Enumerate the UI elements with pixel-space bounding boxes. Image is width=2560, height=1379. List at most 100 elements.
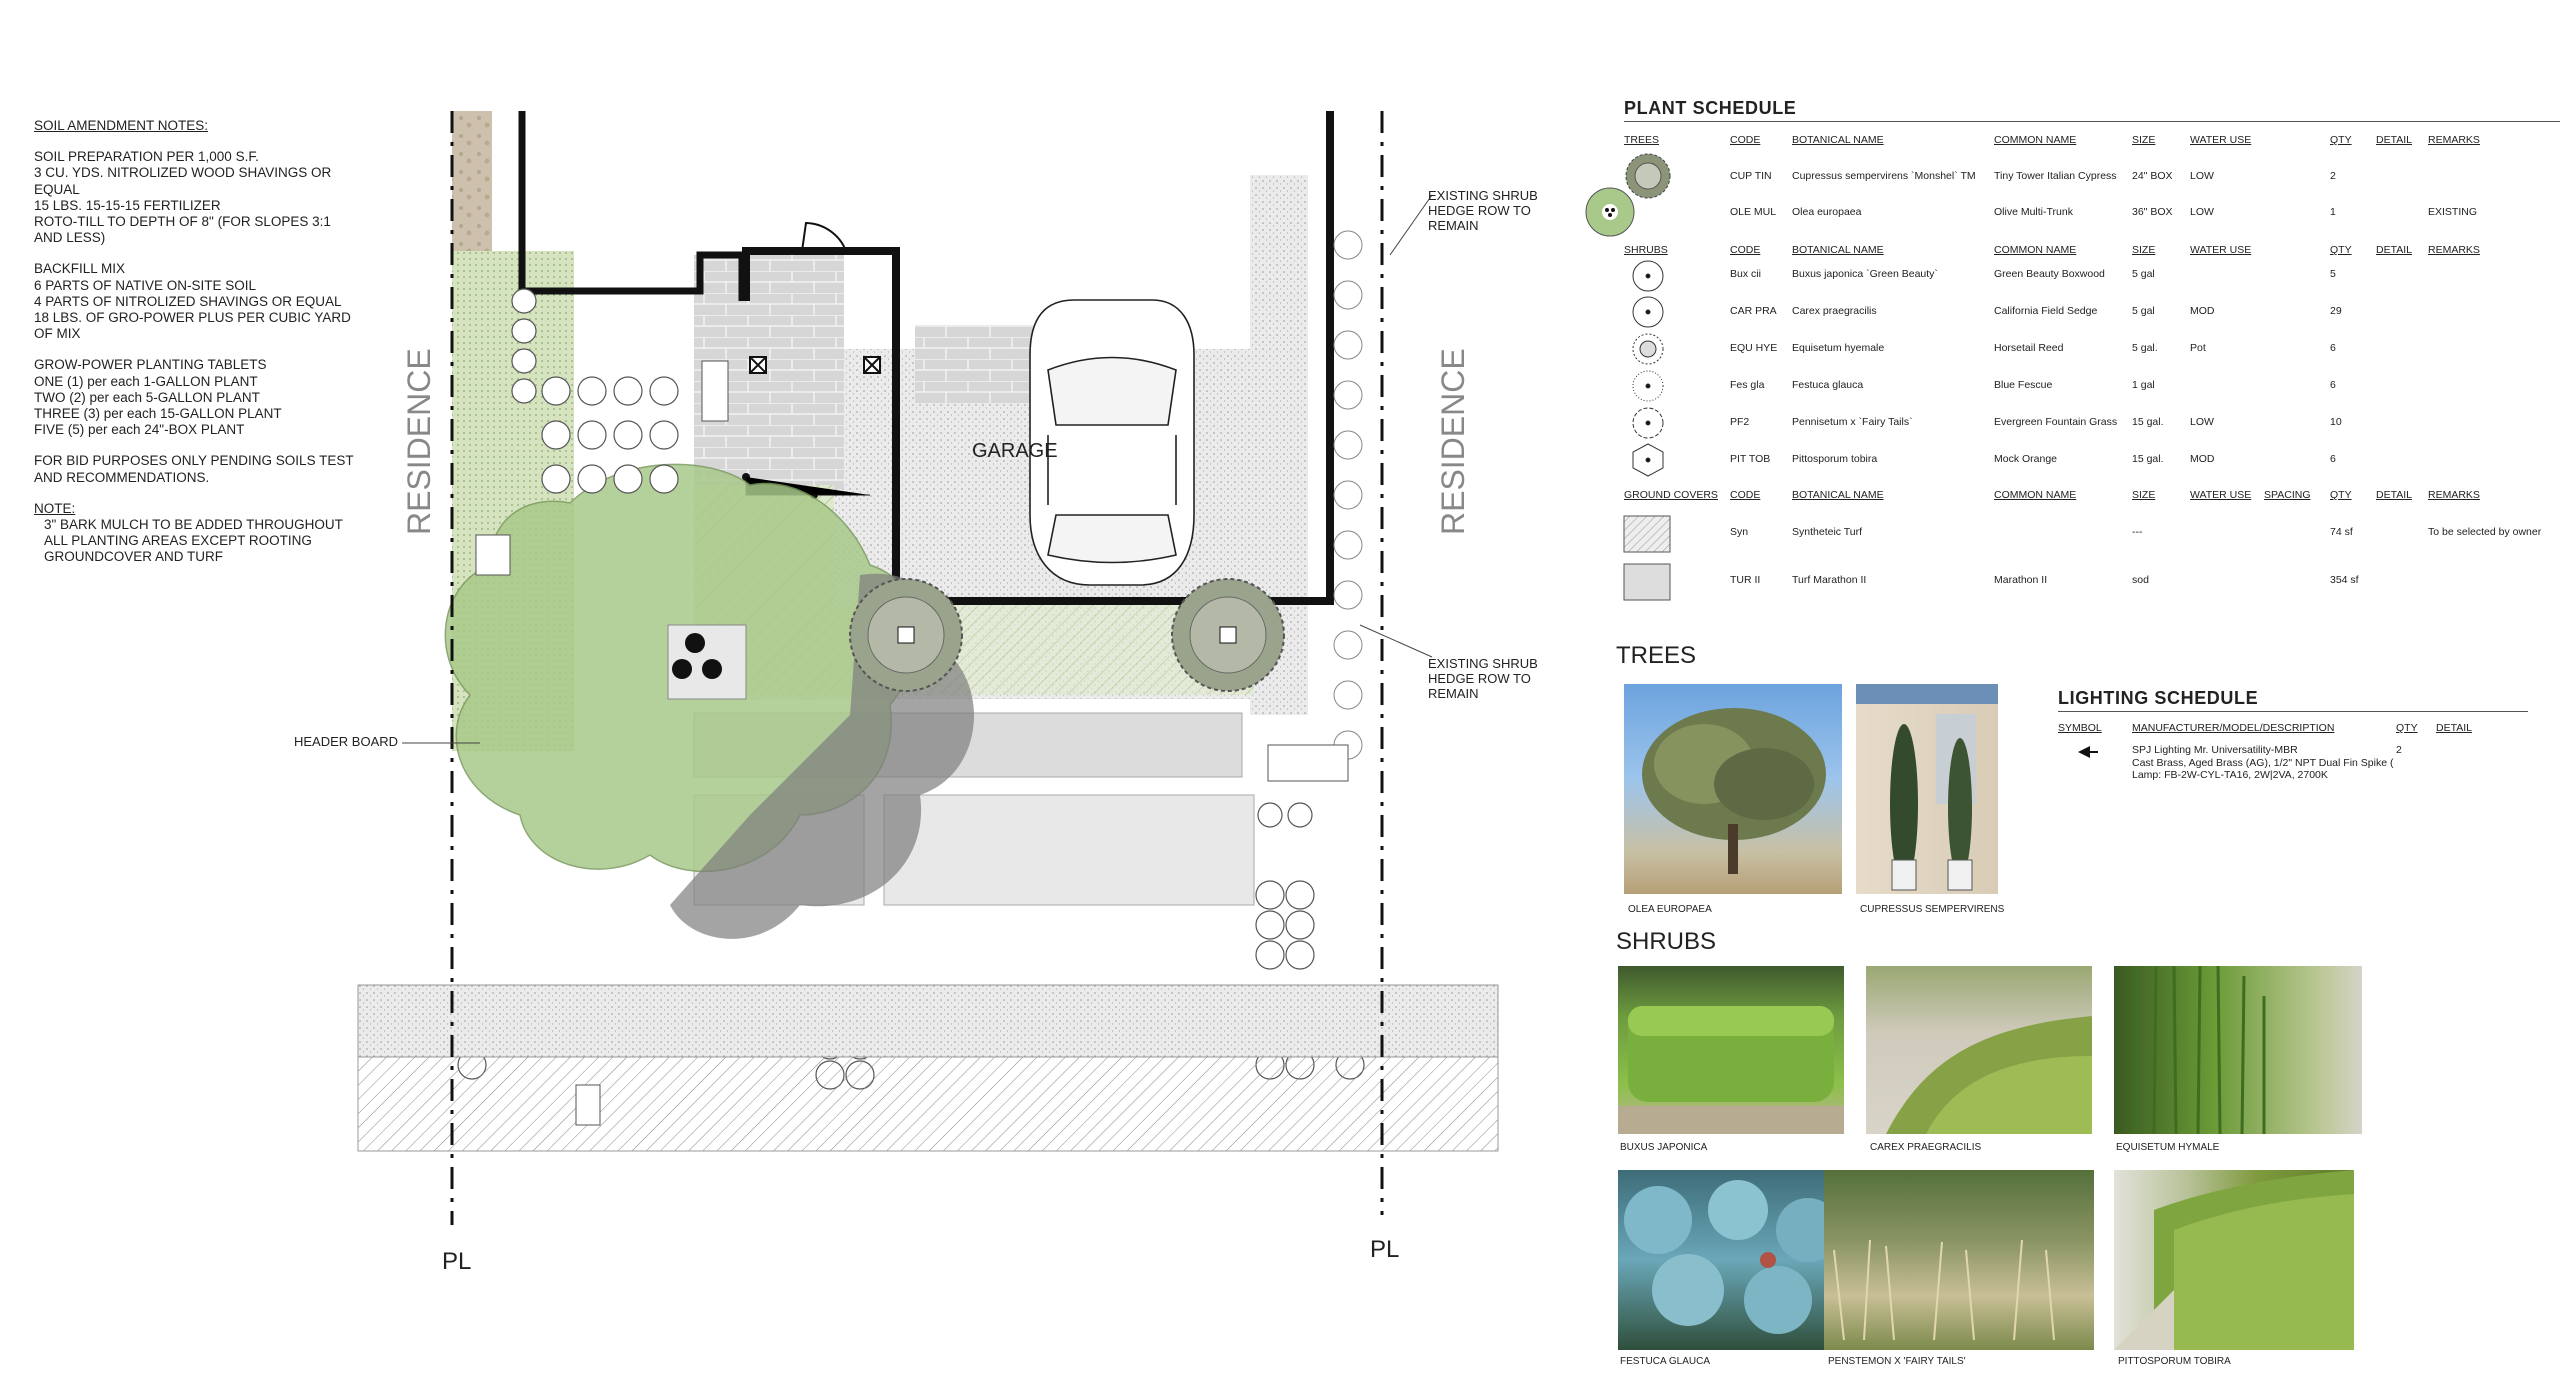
col-code: CODE bbox=[1730, 134, 1761, 146]
fescue-icon bbox=[1632, 370, 1664, 402]
col-trees: TREES bbox=[1624, 134, 1660, 146]
carex-photo bbox=[1866, 966, 2092, 1134]
cell-code: Bux cii bbox=[1730, 268, 1761, 280]
shrubs-section-title: SHRUBS bbox=[1616, 928, 1717, 955]
cell-remarks: EXISTING bbox=[2428, 206, 2478, 218]
notes-tablets: GROW-POWER PLANTING TABLETS ONE (1) per … bbox=[34, 357, 282, 438]
caption-buxus: BUXUS JAPONICA bbox=[1620, 1142, 1708, 1153]
col-botanical: BOTANICAL NAME bbox=[1792, 489, 1884, 501]
pl-label-left: PL bbox=[442, 1248, 471, 1275]
cell-qty: 5 bbox=[2330, 268, 2336, 280]
horsetail-icon bbox=[1632, 333, 1664, 365]
garage-walls bbox=[518, 111, 1334, 605]
col-manufacturer: MANUFACTURER/MODEL/DESCRIPTION bbox=[2132, 722, 2335, 734]
col-shrubs: SHRUBS bbox=[1624, 244, 1668, 256]
lighting-rule bbox=[2058, 711, 2528, 712]
cell-water: MOD bbox=[2190, 305, 2215, 317]
soil-amendment-notes: SOIL AMENDMENT NOTES: SOIL PREPARATION P… bbox=[34, 118, 354, 581]
cell-qty: 29 bbox=[2330, 305, 2342, 317]
cell-water: Pot bbox=[2190, 342, 2206, 354]
cell-qty: 6 bbox=[2330, 342, 2336, 354]
col-water: WATER USE bbox=[2190, 244, 2252, 256]
turf-swatch bbox=[1623, 563, 1671, 601]
pennisetum-photo bbox=[1824, 1170, 2094, 1350]
equisetum-photo bbox=[2114, 966, 2362, 1134]
residence-label-right: RESIDENCE bbox=[1435, 348, 1471, 535]
cell-water: LOW bbox=[2190, 416, 2214, 428]
cell-code: CUP TIN bbox=[1730, 170, 1772, 182]
cell-common: Tiny Tower Italian Cypress bbox=[1994, 170, 2117, 182]
col-spacing: SPACING bbox=[2264, 489, 2311, 501]
spotlight-icon bbox=[2078, 746, 2098, 758]
col-detail: DETAIL bbox=[2436, 722, 2472, 734]
cell-common: Blue Fescue bbox=[1994, 379, 2053, 391]
cell-water: LOW bbox=[2190, 170, 2214, 182]
cell-code: PIT TOB bbox=[1730, 453, 1771, 465]
sidewalk bbox=[357, 984, 1499, 1058]
notes-soil-prep: SOIL PREPARATION PER 1,000 S.F. 3 CU. YD… bbox=[34, 149, 332, 246]
residence-label-left: RESIDENCE bbox=[401, 348, 437, 535]
col-qty: QTY bbox=[2396, 722, 2418, 734]
garage-label: GARAGE bbox=[972, 440, 1058, 462]
cell-botanical: Buxus japonica `Green Beauty` bbox=[1792, 268, 1938, 280]
cell-water: LOW bbox=[2190, 206, 2214, 218]
notes-title: SOIL AMENDMENT NOTES: bbox=[34, 118, 209, 133]
cell-botanical: Pennisetum x `Fairy Tails` bbox=[1792, 416, 1913, 428]
col-qty: QTY bbox=[2330, 244, 2352, 256]
lighting-desc-line: SPJ Lighting Mr. Universatility-MBR bbox=[2132, 744, 2298, 756]
festuca-photo bbox=[1618, 1170, 1844, 1350]
cell-size: sod bbox=[2132, 574, 2149, 586]
cell-botanical: Festuca glauca bbox=[1792, 379, 1864, 391]
header-board-label: HEADER BOARD bbox=[294, 734, 399, 749]
cypress-symbol bbox=[1171, 578, 1285, 692]
caption-equisetum: EQUISETUM HYMALE bbox=[2116, 1142, 2220, 1153]
cell-qty: 6 bbox=[2330, 453, 2336, 465]
col-size: SIZE bbox=[2132, 489, 2156, 501]
caption-festuca: FESTUCA GLAUCA bbox=[1620, 1356, 1711, 1367]
col-common: COMMON NAME bbox=[1994, 489, 2077, 501]
col-code: CODE bbox=[1730, 489, 1761, 501]
cell-code: TUR II bbox=[1730, 574, 1761, 586]
caption-carex: CAREX PRAEGRACILIS bbox=[1870, 1142, 1982, 1153]
cell-common: California Field Sedge bbox=[1994, 305, 2098, 317]
col-water: WATER USE bbox=[2190, 134, 2252, 146]
plant-schedule-title: PLANT SCHEDULE bbox=[1624, 98, 1797, 118]
cell-botanical: Carex praegracilis bbox=[1792, 305, 1877, 317]
curb-strip bbox=[357, 1056, 1499, 1152]
cell-common: Green Beauty Boxwood bbox=[1994, 268, 2105, 280]
cell-water: MOD bbox=[2190, 453, 2215, 465]
hedge-label-bottom: EXISTING SHRUB HEDGE ROW TO REMAIN bbox=[1428, 656, 1538, 701]
cell-size: 36" BOX bbox=[2132, 206, 2173, 218]
cell-size: 15 gal. bbox=[2132, 416, 2164, 428]
cell-common: Horsetail Reed bbox=[1994, 342, 2064, 354]
cell-qty: 1 bbox=[2330, 206, 2336, 218]
fountain-grass-icon bbox=[1632, 407, 1664, 439]
cell-code: Fes gla bbox=[1730, 379, 1765, 391]
olea-europaea-photo bbox=[1624, 684, 1842, 894]
cell-botanical: Equisetum hyemale bbox=[1792, 342, 1885, 354]
cell-size: 5 gal bbox=[2132, 305, 2155, 317]
cell-common: Evergreen Fountain Grass bbox=[1994, 416, 2118, 428]
cell-common: Marathon II bbox=[1994, 574, 2048, 586]
site-plan: RESIDENCE RESIDENCE GARAGE PL PL bbox=[357, 111, 1499, 1275]
cell-code: Syn bbox=[1730, 526, 1749, 538]
cell-size: 5 gal bbox=[2132, 268, 2155, 280]
col-common: COMMON NAME bbox=[1994, 244, 2077, 256]
cell-common: Mock Orange bbox=[1994, 453, 2058, 465]
notes-note-title: NOTE: bbox=[34, 500, 76, 516]
col-size: SIZE bbox=[2132, 244, 2156, 256]
cell-code: PF2 bbox=[1730, 416, 1750, 428]
cell-botanical: Cupressus sempervirens `Monshel` TM bbox=[1792, 170, 1976, 182]
cell-qty: 10 bbox=[2330, 416, 2342, 428]
plant-schedule-table: TREES CODE BOTANICAL NAME COMMON NAME SI… bbox=[1624, 134, 2554, 594]
col-botanical: BOTANICAL NAME bbox=[1792, 244, 1884, 256]
caption-cupressus: CUPRESSUS SEMPERVIRENS bbox=[1860, 904, 2005, 915]
cell-remarks: To be selected by owner bbox=[2428, 526, 2542, 538]
pittosporum-photo bbox=[2114, 1170, 2354, 1350]
col-remarks: REMARKS bbox=[2428, 489, 2480, 501]
synthetic-turf-swatch bbox=[1623, 515, 1671, 553]
cell-botanical: Pittosporum tobira bbox=[1792, 453, 1878, 465]
lighting-schedule-title: LIGHTING SCHEDULE bbox=[2058, 688, 2259, 708]
cypress-symbol bbox=[849, 578, 963, 692]
cell-qty: 2 bbox=[2330, 170, 2336, 182]
